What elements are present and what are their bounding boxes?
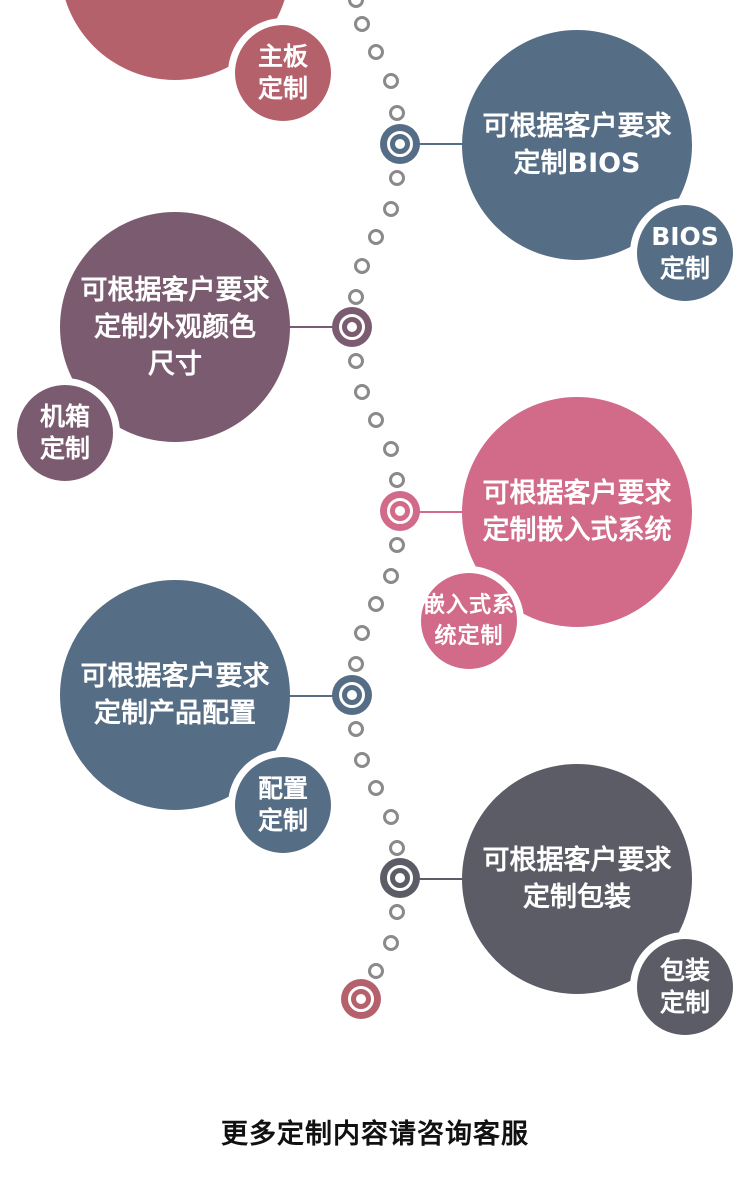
embedded-badge: 嵌入式系 统定制: [414, 566, 524, 676]
timeline-dot: [383, 441, 399, 457]
timeline-node-packaging: [380, 858, 420, 898]
timeline-node-bios: [380, 124, 420, 164]
timeline-dot: [354, 16, 370, 32]
motherboard-badge: 主板 定制: [228, 18, 338, 128]
timeline-dot: [368, 780, 384, 796]
timeline-dot: [368, 44, 384, 60]
timeline-dot: [383, 935, 399, 951]
bios-connector: [418, 143, 468, 145]
timeline-dot: [383, 201, 399, 217]
timeline-node-chassis: [332, 307, 372, 347]
timeline-dot: [354, 625, 370, 641]
timeline-dot: [389, 472, 405, 488]
timeline-dot: [389, 904, 405, 920]
timeline-dot: [354, 384, 370, 400]
timeline-dot: [368, 412, 384, 428]
packaging-connector: [418, 878, 468, 880]
timeline-dot: [389, 840, 405, 856]
timeline-dot: [368, 963, 384, 979]
timeline-dot: [348, 353, 364, 369]
config-connector: [288, 695, 338, 697]
timeline-dot: [383, 809, 399, 825]
timeline-dot: [383, 568, 399, 584]
timeline-dot: [368, 596, 384, 612]
embedded-connector: [418, 511, 468, 513]
timeline-node-embedded: [380, 491, 420, 531]
timeline-dot: [348, 721, 364, 737]
timeline-node-config: [332, 675, 372, 715]
timeline-dot: [389, 105, 405, 121]
timeline-dot: [389, 170, 405, 186]
timeline-dot: [383, 73, 399, 89]
timeline-dot: [368, 229, 384, 245]
timeline-dot: [354, 258, 370, 274]
timeline-dot: [389, 537, 405, 553]
timeline-dot: [354, 752, 370, 768]
config-bubble: 可根据客户要求 定制产品配置: [60, 580, 290, 810]
timeline-dot: [348, 0, 364, 8]
bios-badge: BIOS 定制: [630, 198, 740, 308]
timeline-dot: [348, 289, 364, 305]
packaging-badge: 包装 定制: [630, 932, 740, 1042]
timeline-dot: [348, 656, 364, 672]
config-badge: 配置 定制: [228, 750, 338, 860]
timeline-node-end: [341, 979, 381, 1019]
chassis-connector: [288, 326, 338, 328]
footer-text: 更多定制内容请咨询客服: [221, 1119, 529, 1150]
chassis-badge: 机箱 定制: [10, 378, 120, 488]
